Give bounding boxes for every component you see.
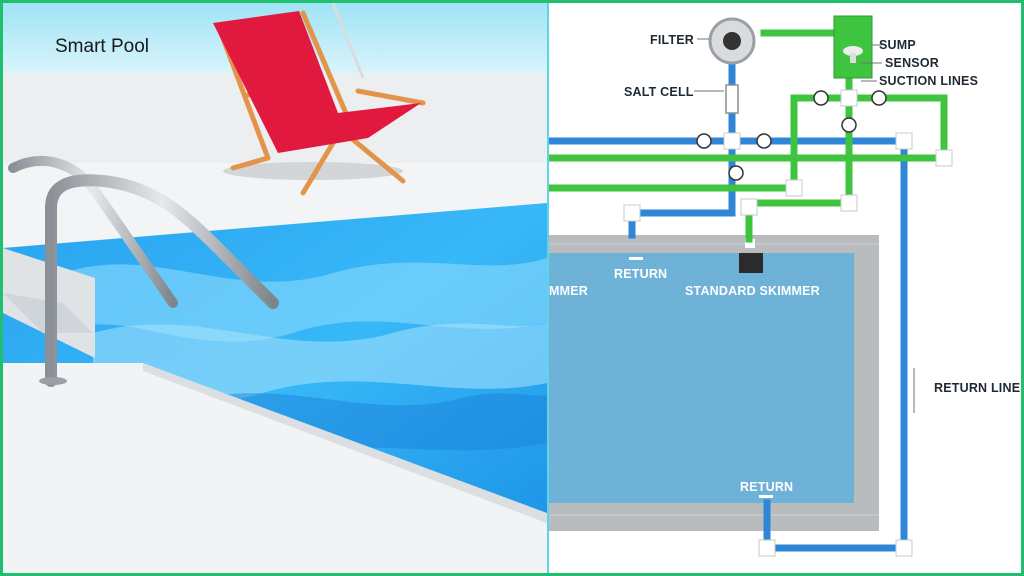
chair-fabric <box>213 11 421 153</box>
label-filter: FILTER <box>650 33 694 47</box>
coping-tiles <box>549 243 879 516</box>
chair-armrest <box>355 88 426 106</box>
label-sump: SUMP <box>879 38 916 52</box>
suction-pipes <box>549 29 948 243</box>
panel-divider <box>547 3 549 573</box>
water-wave <box>63 258 547 342</box>
page-title: Smart Pool <box>55 36 149 57</box>
ladder-base <box>39 377 67 385</box>
ladder-rail-front <box>45 174 279 387</box>
ladder-rail-back <box>8 155 178 308</box>
label-return-line: RETURN LINE <box>934 381 1020 395</box>
filter-gauge <box>723 32 741 50</box>
valve-icons <box>696 90 887 181</box>
sensor-icon <box>843 46 863 56</box>
valve-icon <box>728 165 744 181</box>
front-deck <box>3 363 547 573</box>
chair-shadow <box>223 162 403 180</box>
label-sensor: SENSOR <box>885 56 939 70</box>
label-return-bottom: RETURN <box>740 480 793 494</box>
valve-icon <box>696 133 712 149</box>
pool-basin <box>549 253 854 503</box>
valve-icon <box>871 90 887 106</box>
valve-icon <box>756 133 772 149</box>
label-return-top: RETURN <box>614 267 667 281</box>
water-wave <box>93 323 547 402</box>
pool-illustration <box>3 3 547 573</box>
pipe-fittings <box>623 89 953 557</box>
skimmer-inlet <box>745 239 755 248</box>
umbrella-pole <box>331 3 365 79</box>
chair-leg <box>300 10 351 121</box>
return-inlet-top <box>629 257 643 260</box>
plumbing-diagram: FILTER SUMP SENSOR SUCTION LINES SALT CE… <box>549 15 1020 557</box>
label-suction-lines: SUCTION LINES <box>879 74 978 88</box>
valve-icon <box>841 117 857 133</box>
label-salt-cell: SALT CELL <box>624 85 694 99</box>
leader-lines <box>694 38 915 413</box>
pool-illustration-panel: Smart Pool <box>3 3 547 573</box>
chair-leg <box>230 155 271 171</box>
sensor-stem <box>850 53 856 63</box>
skimmer-box <box>739 253 763 273</box>
label-standard-skimmer: STANDARD SKIMMER <box>685 284 820 298</box>
front-deck-edge <box>143 363 547 523</box>
salt-cell-icon <box>725 84 739 114</box>
plumbing-diagram-panel: FILTER SUMP SENSOR SUCTION LINES SALT CE… <box>549 3 1021 573</box>
return-inlet-bottom <box>759 495 773 498</box>
valve-icon <box>813 90 829 106</box>
label-skimmer-left: MMER <box>549 284 588 298</box>
